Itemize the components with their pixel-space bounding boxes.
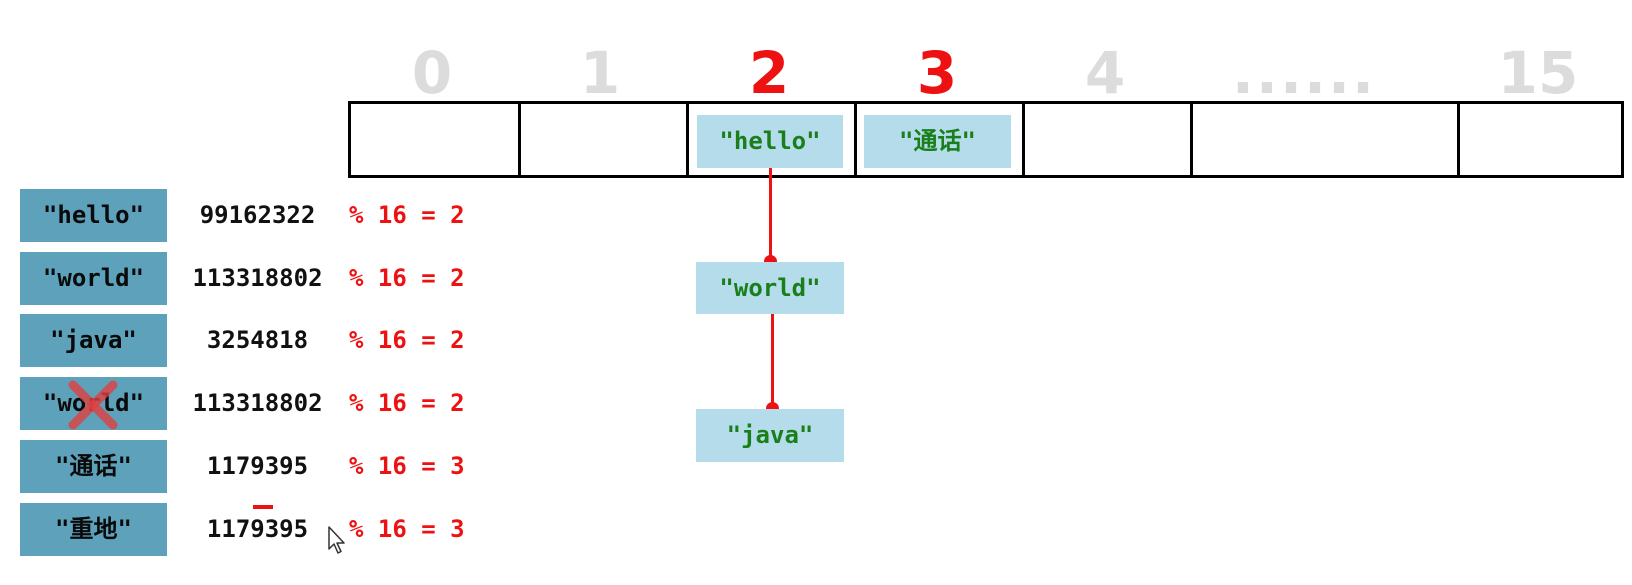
chain-link-line bbox=[771, 314, 774, 409]
hash-value: 1179395 bbox=[206, 452, 309, 480]
bucket-3-entry-tonghua: "通话" bbox=[864, 115, 1011, 168]
bucket-index-ellipsis: ...... bbox=[1231, 39, 1377, 107]
chain-link-line bbox=[769, 168, 772, 263]
key-box: "world" bbox=[20, 252, 167, 305]
key-box: "java" bbox=[20, 314, 167, 367]
chain-entry-world: "world" bbox=[696, 262, 844, 314]
bucket-index-1: 1 bbox=[579, 39, 621, 107]
bucket-ellipsis bbox=[1193, 104, 1460, 175]
bucket-15 bbox=[1460, 104, 1621, 175]
hash-value: 1179395 bbox=[206, 515, 309, 543]
highlight-dash bbox=[253, 505, 273, 509]
hash-value: 99162322 bbox=[199, 201, 316, 229]
modulo-expression: % 16 = 2 bbox=[349, 201, 465, 229]
bucket-index-0: 0 bbox=[411, 39, 453, 107]
chain-entry-java: "java" bbox=[696, 409, 844, 462]
hash-value: 113318802 bbox=[192, 264, 323, 292]
key-box: "重地" bbox=[20, 503, 167, 556]
bucket-2-entry-hello: "hello" bbox=[697, 115, 843, 168]
bucket-index-15: 15 bbox=[1497, 39, 1579, 107]
modulo-expression: % 16 = 2 bbox=[349, 264, 465, 292]
modulo-expression: % 16 = 2 bbox=[349, 389, 465, 417]
bucket-2 bbox=[689, 104, 857, 175]
key-box: "通话" bbox=[20, 440, 167, 493]
bucket-index-4: 4 bbox=[1084, 39, 1126, 107]
x-mark-icon bbox=[68, 380, 118, 430]
hash-value: 3254818 bbox=[206, 326, 309, 354]
bucket-index-2: 2 bbox=[748, 39, 790, 107]
modulo-expression: % 16 = 2 bbox=[349, 326, 465, 354]
bucket-array bbox=[348, 101, 1624, 178]
bucket-4 bbox=[1025, 104, 1193, 175]
bucket-0 bbox=[351, 104, 521, 175]
hash-value: 113318802 bbox=[192, 389, 323, 417]
bucket-1 bbox=[521, 104, 689, 175]
bucket-index-3: 3 bbox=[916, 39, 958, 107]
key-box: "hello" bbox=[20, 189, 167, 242]
modulo-expression: % 16 = 3 bbox=[349, 452, 465, 480]
bucket-3 bbox=[857, 104, 1025, 175]
cursor-icon bbox=[328, 526, 345, 554]
modulo-expression: % 16 = 3 bbox=[349, 515, 465, 543]
